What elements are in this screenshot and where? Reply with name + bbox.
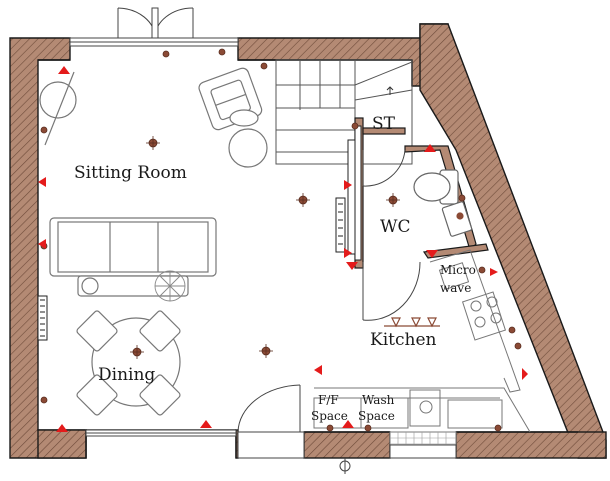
label-wash-1: Wash [362, 393, 395, 407]
wall-diagonal-right [419, 23, 607, 459]
label-wash-2: Space [358, 409, 395, 423]
microwave-unit [438, 262, 470, 290]
room-label-dining: Dining [98, 365, 155, 385]
label-fridge-1: F/F [318, 393, 339, 407]
socket-marker [344, 180, 352, 190]
wall-bottom-centre [303, 431, 391, 459]
wc-fixtures [413, 169, 473, 237]
light-fitting [259, 344, 273, 358]
wall-bottom-right [455, 431, 607, 459]
socket-marker [490, 268, 498, 276]
socket-marker [424, 144, 436, 152]
socket-marker [344, 248, 352, 258]
socket-marker [58, 66, 70, 74]
socket-marker [342, 420, 354, 428]
light-fittings [40, 48, 522, 432]
label-fridge-2: Space [311, 409, 348, 423]
socket-marker [426, 250, 438, 258]
external-walls [9, 23, 607, 459]
armchair [198, 67, 268, 168]
light-fitting [386, 193, 400, 207]
floor-tiles [389, 431, 457, 445]
socket-markers [38, 66, 528, 432]
radiator-stair [347, 139, 356, 255]
label-microwave-1: Micro [440, 263, 476, 277]
staircase [275, 59, 413, 165]
light-fitting [130, 345, 144, 359]
wc-door [362, 149, 421, 321]
plant [154, 270, 186, 302]
spotlight-rail [384, 317, 440, 328]
floor-lamp [39, 71, 77, 146]
wall-top-right [237, 23, 449, 87]
socket-marker [522, 368, 528, 380]
socket-marker [38, 239, 46, 249]
socket-marker [38, 177, 46, 187]
room-label-wc: WC [380, 217, 410, 237]
radiator-centre [335, 197, 346, 253]
dining-set [76, 310, 181, 416]
room-label-kitchen: Kitchen [370, 330, 436, 350]
partition-wc-top [362, 127, 406, 135]
light-fitting [296, 193, 310, 207]
socket-marker [346, 262, 358, 270]
sofa [49, 217, 217, 297]
hob [461, 291, 507, 341]
socket-marker [56, 424, 68, 432]
room-label-sitting-room: Sitting Room [74, 163, 187, 183]
socket-marker [200, 420, 212, 428]
kitchen-worktop [313, 249, 531, 433]
socket-marker [314, 365, 322, 375]
partition-wc-kitchen [422, 243, 489, 259]
french-doors [69, 7, 239, 47]
room-label-store: ST [372, 114, 396, 134]
radiator-wc [354, 125, 362, 261]
wall-bottom-left [37, 429, 87, 459]
light-fitting [146, 136, 160, 150]
label-microwave-2: wave [440, 281, 471, 295]
